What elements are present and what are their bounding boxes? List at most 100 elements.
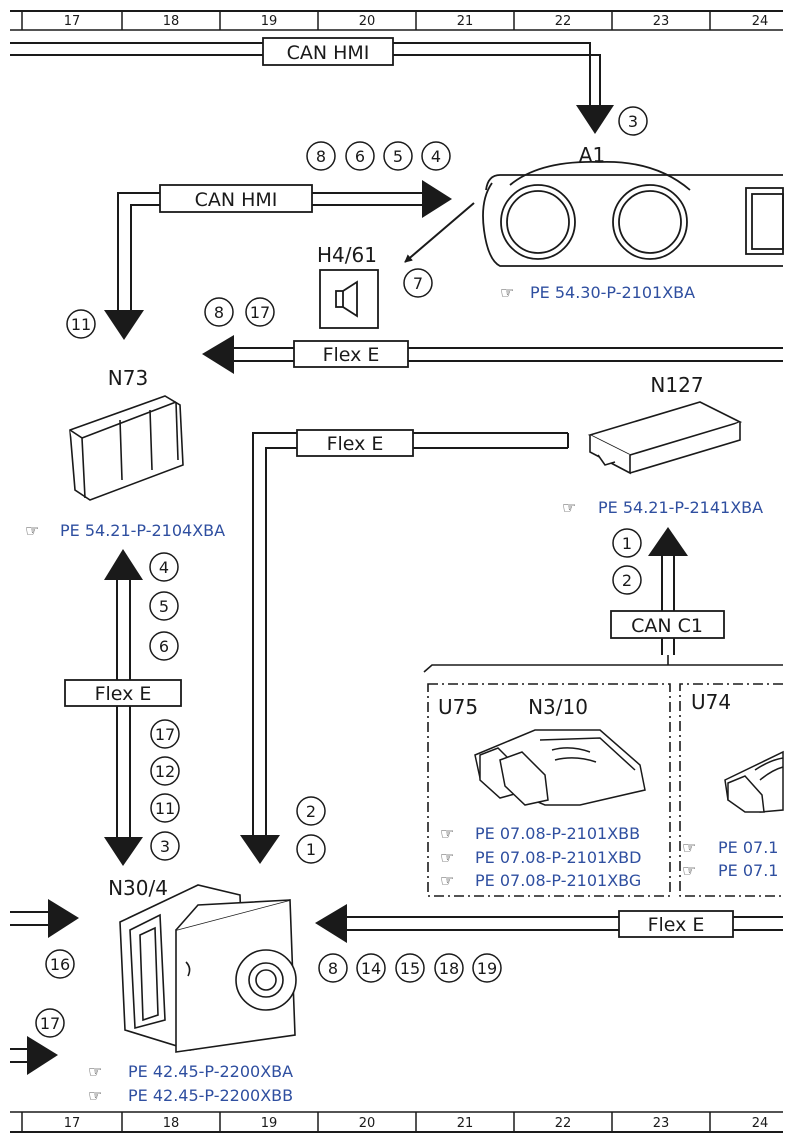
engine-ecu-icon xyxy=(474,729,646,806)
arrow-down-n73 xyxy=(104,310,144,340)
marker-n30-down-left: 11 xyxy=(150,793,180,823)
marker-n73-up: 6 xyxy=(149,631,179,661)
arrow-up-n127 xyxy=(648,527,688,556)
svg-text:17: 17 xyxy=(250,303,270,322)
marker-can-hmi-mid: 8 xyxy=(306,141,336,171)
svg-text:5: 5 xyxy=(159,597,169,616)
component-label-a1: A1 xyxy=(579,143,605,167)
svg-text:18: 18 xyxy=(439,959,459,978)
svg-text:Flex E: Flex E xyxy=(648,914,705,936)
manual-reference-icon: ☞ xyxy=(682,838,696,857)
svg-text:16: 16 xyxy=(50,955,70,974)
component-label-n3-10: N3/10 xyxy=(528,695,588,719)
component-label-u75: U75 xyxy=(438,695,478,719)
bus-label-flex-e-bottom: Flex E xyxy=(618,910,734,938)
component-label-n73: N73 xyxy=(108,366,148,390)
marker-flex-e-bottom: 19 xyxy=(472,953,502,983)
svg-text:11: 11 xyxy=(155,799,175,818)
marker-h4-61: 7 xyxy=(403,268,433,298)
column-number: 19 xyxy=(261,1116,278,1131)
column-number: 18 xyxy=(163,1116,180,1131)
column-number: 21 xyxy=(457,1116,474,1131)
column-number: 18 xyxy=(163,14,180,29)
svg-text:8: 8 xyxy=(316,147,326,166)
bus-label-can-hmi-mid: CAN HMI xyxy=(159,184,313,213)
svg-text:19: 19 xyxy=(477,959,497,978)
svg-text:1: 1 xyxy=(622,534,632,553)
arrow-down-n30-left xyxy=(104,837,143,866)
manual-reference-icon: ☞ xyxy=(440,871,454,890)
marker-can-hmi-mid: 5 xyxy=(383,141,413,171)
component-label-n127: N127 xyxy=(650,373,703,397)
marker-flex-e-bottom: 8 xyxy=(318,953,348,983)
bus-label-flex-e-left: Flex E xyxy=(64,679,182,707)
svg-text:Flex E: Flex E xyxy=(323,344,380,366)
engine-control-group xyxy=(423,655,783,897)
arrowheads xyxy=(27,105,688,1075)
manual-reference-icon: ☞ xyxy=(88,1086,102,1105)
svg-text:PE 07.08-P-2101XBD: PE 07.08-P-2101XBD xyxy=(475,848,641,867)
reference-link-a1[interactable]: ☞ PE 54.30-P-2101XBA xyxy=(500,283,695,302)
bus-label-flex-e-vertical: Flex E xyxy=(296,429,414,457)
bus-label-can-c1: CAN C1 xyxy=(610,610,725,639)
svg-text:PE 54.21-P-2141XBA: PE 54.21-P-2141XBA xyxy=(598,498,763,517)
svg-text:8: 8 xyxy=(214,303,224,322)
manual-reference-icon: ☞ xyxy=(88,1062,102,1081)
marker-flex-e-n73: 8 xyxy=(204,297,234,327)
component-n30-4: N30/4 ☞ PE 42.45-P-2200XBA ☞ PE 42.45-P-… xyxy=(88,876,297,1105)
marker-n73-up: 4 xyxy=(149,552,179,582)
svg-text:PE 54.21-P-2104XBA: PE 54.21-P-2104XBA xyxy=(60,521,225,540)
marker-n30-down-left: 17 xyxy=(150,719,180,749)
column-ruler-top: 17 18 19 20 21 22 23 24 xyxy=(10,10,783,31)
svg-text:4: 4 xyxy=(159,558,169,577)
manual-reference-icon: ☞ xyxy=(682,861,696,880)
svg-text:6: 6 xyxy=(159,637,169,656)
svg-text:PE 54.30-P-2101XBA: PE 54.30-P-2101XBA xyxy=(530,283,695,302)
svg-text:8: 8 xyxy=(328,959,338,978)
column-number: 24 xyxy=(752,14,769,29)
reference-link-u75-3[interactable]: ☞ PE 07.08-P-2101XBG xyxy=(440,871,641,890)
reference-link-u75-2[interactable]: ☞ PE 07.08-P-2101XBD xyxy=(440,848,641,867)
reference-link-n73[interactable]: ☞ PE 54.21-P-2104XBA xyxy=(25,521,225,540)
bus-label-flex-e-n73: Flex E xyxy=(293,340,409,368)
svg-text:Flex E: Flex E xyxy=(327,433,384,455)
column-number: 22 xyxy=(555,14,572,29)
reference-link-u74-2[interactable]: ☞ PE 07.1 xyxy=(682,861,778,880)
component-n127: N127 ☞ PE 54.21-P-2141XBA xyxy=(562,373,763,517)
svg-text:4: 4 xyxy=(431,147,441,166)
component-u74: U74 ☞ PE 07.1 ☞ PE 07.1 xyxy=(682,690,784,880)
arrow-right-n30-bottom xyxy=(27,1036,58,1075)
marker-can-hmi-mid: 6 xyxy=(345,141,375,171)
svg-text:CAN HMI: CAN HMI xyxy=(287,42,370,64)
marker-n127: 1 xyxy=(612,528,642,558)
instrument-cluster-icon xyxy=(482,160,784,267)
marker-can-hmi-mid: 4 xyxy=(421,141,451,171)
reference-link-u75-1[interactable]: ☞ PE 07.08-P-2101XBB xyxy=(440,824,640,843)
arrow-left-n30-bottom xyxy=(315,904,347,943)
reference-link-n30-4-2[interactable]: ☞ PE 42.45-P-2200XBB xyxy=(88,1086,293,1105)
svg-text:6: 6 xyxy=(355,147,365,166)
reference-link-n30-4-1[interactable]: ☞ PE 42.45-P-2200XBA xyxy=(88,1062,293,1081)
svg-text:PE 07.1: PE 07.1 xyxy=(718,838,778,857)
marker-n73-up: 5 xyxy=(149,591,179,621)
marker-n30-in-left-top: 16 xyxy=(45,949,75,979)
manual-reference-icon: ☞ xyxy=(562,498,576,517)
markers: 3 8 6 5 4 7 11 8 17 4 5 6 17 12 11 3 2 1… xyxy=(35,106,648,1038)
svg-text:17: 17 xyxy=(155,725,175,744)
component-n73: N73 ☞ PE 54.21-P-2104XBA xyxy=(25,366,225,540)
svg-text:17: 17 xyxy=(40,1014,60,1033)
component-h4-61: H4/61 xyxy=(317,243,379,329)
reference-link-n127[interactable]: ☞ PE 54.21-P-2141XBA xyxy=(562,498,763,517)
speaker-icon xyxy=(335,280,358,318)
arrow-left-n73 xyxy=(202,335,234,374)
reference-link-u74-1[interactable]: ☞ PE 07.1 xyxy=(682,838,778,857)
marker-flex-e-bottom: 15 xyxy=(395,953,425,983)
arrow-right-n30-top xyxy=(48,899,79,938)
abs-unit-icon xyxy=(119,884,297,1053)
column-number: 23 xyxy=(653,14,670,29)
svg-text:2: 2 xyxy=(622,571,632,590)
column-number: 24 xyxy=(752,1116,769,1131)
module-box-icon xyxy=(587,401,743,475)
component-a1: A1 ☞ PE 54.30-P-2101XBA xyxy=(404,143,784,302)
svg-text:PE 07.08-P-2101XBG: PE 07.08-P-2101XBG xyxy=(475,871,641,890)
